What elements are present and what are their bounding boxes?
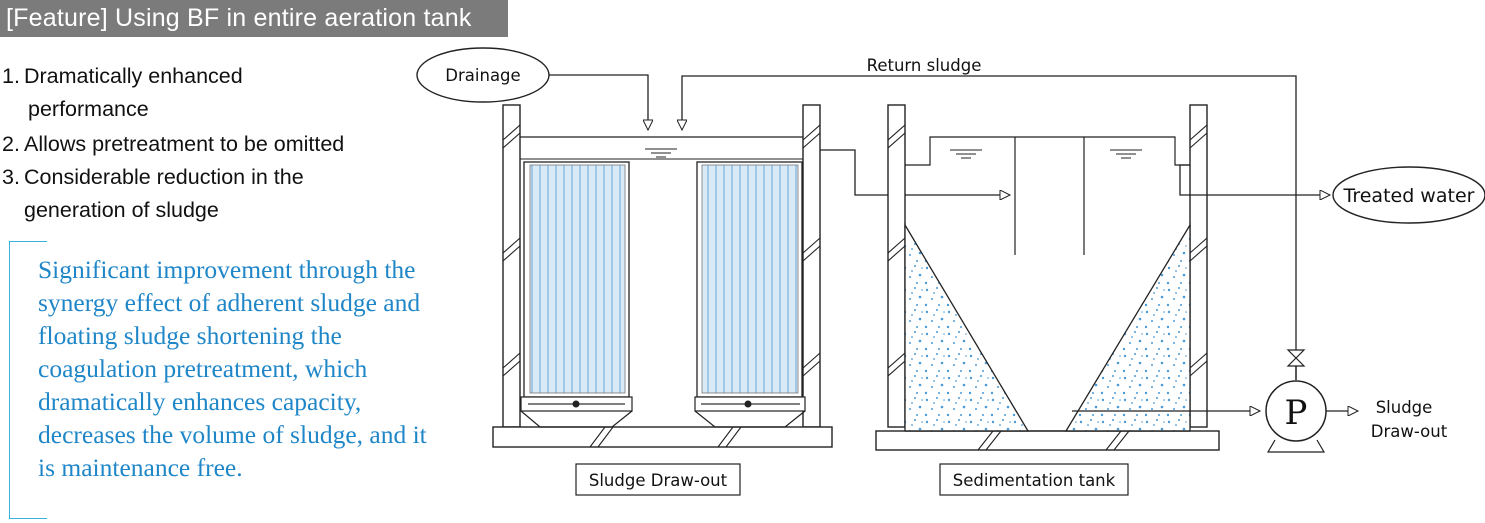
feature-list: 1. Dramatically enhanced performance 2. …: [2, 60, 402, 227]
feature-text: Dramatically enhanced: [24, 64, 243, 88]
valve-icon: [1286, 349, 1306, 367]
drainage-label: Drainage: [445, 66, 520, 85]
feature-item-2: 2. Allows pretreatment to be omitted: [2, 128, 402, 161]
description-bracket: [9, 241, 47, 519]
feature-text-cont: generation of sludge: [24, 198, 219, 222]
feature-number: 3.: [2, 165, 20, 189]
feature-title: [Feature] Using BF in entire aeration ta…: [0, 0, 508, 37]
feature-text: Allows pretreatment to be omitted: [24, 132, 345, 156]
feature-text: Considerable reduction in the: [24, 165, 304, 189]
treated-water-pipe: [1179, 164, 1330, 195]
feature-item-1: 1. Dramatically enhanced performance: [2, 60, 402, 126]
caption-left-label: Sludge Draw-out: [589, 471, 728, 490]
membrane-module: [694, 161, 806, 428]
feature-number: 2.: [2, 132, 20, 156]
caption-right-label: Sedimentation tank: [953, 471, 1116, 490]
sludge-drawout-label: Sludge: [1376, 398, 1433, 417]
sedimentation-tank: [875, 104, 1220, 451]
caption-right: Sedimentation tank: [939, 463, 1129, 496]
treated-water-node: Treated water: [1332, 166, 1485, 224]
drainage-node: Drainage: [416, 47, 550, 103]
membrane-module: [520, 161, 633, 428]
sludge-hopper-right: [1064, 222, 1191, 432]
sludge-hopper-left: [904, 222, 1030, 432]
return-sludge-line: [682, 75, 1297, 380]
aeration-tank: [492, 104, 833, 448]
transfer-pipe: [820, 149, 1010, 195]
treated-water-label: Treated water: [1343, 185, 1475, 207]
feature-number: 1.: [2, 64, 20, 88]
caption-left: Sludge Draw-out: [575, 463, 741, 496]
feature-description: Significant improvement through the syne…: [38, 255, 427, 482]
drainage-arrow: [549, 74, 648, 130]
pump-icon: P: [1265, 380, 1327, 453]
feature-text-cont: performance: [28, 97, 149, 121]
return-sludge-label: Return sludge: [867, 56, 982, 75]
sludge-drawout-label-2: Draw-out: [1371, 422, 1448, 441]
pump-letter: P: [1285, 393, 1308, 433]
feature-item-3: 3. Considerable reduction in the generat…: [2, 161, 402, 227]
